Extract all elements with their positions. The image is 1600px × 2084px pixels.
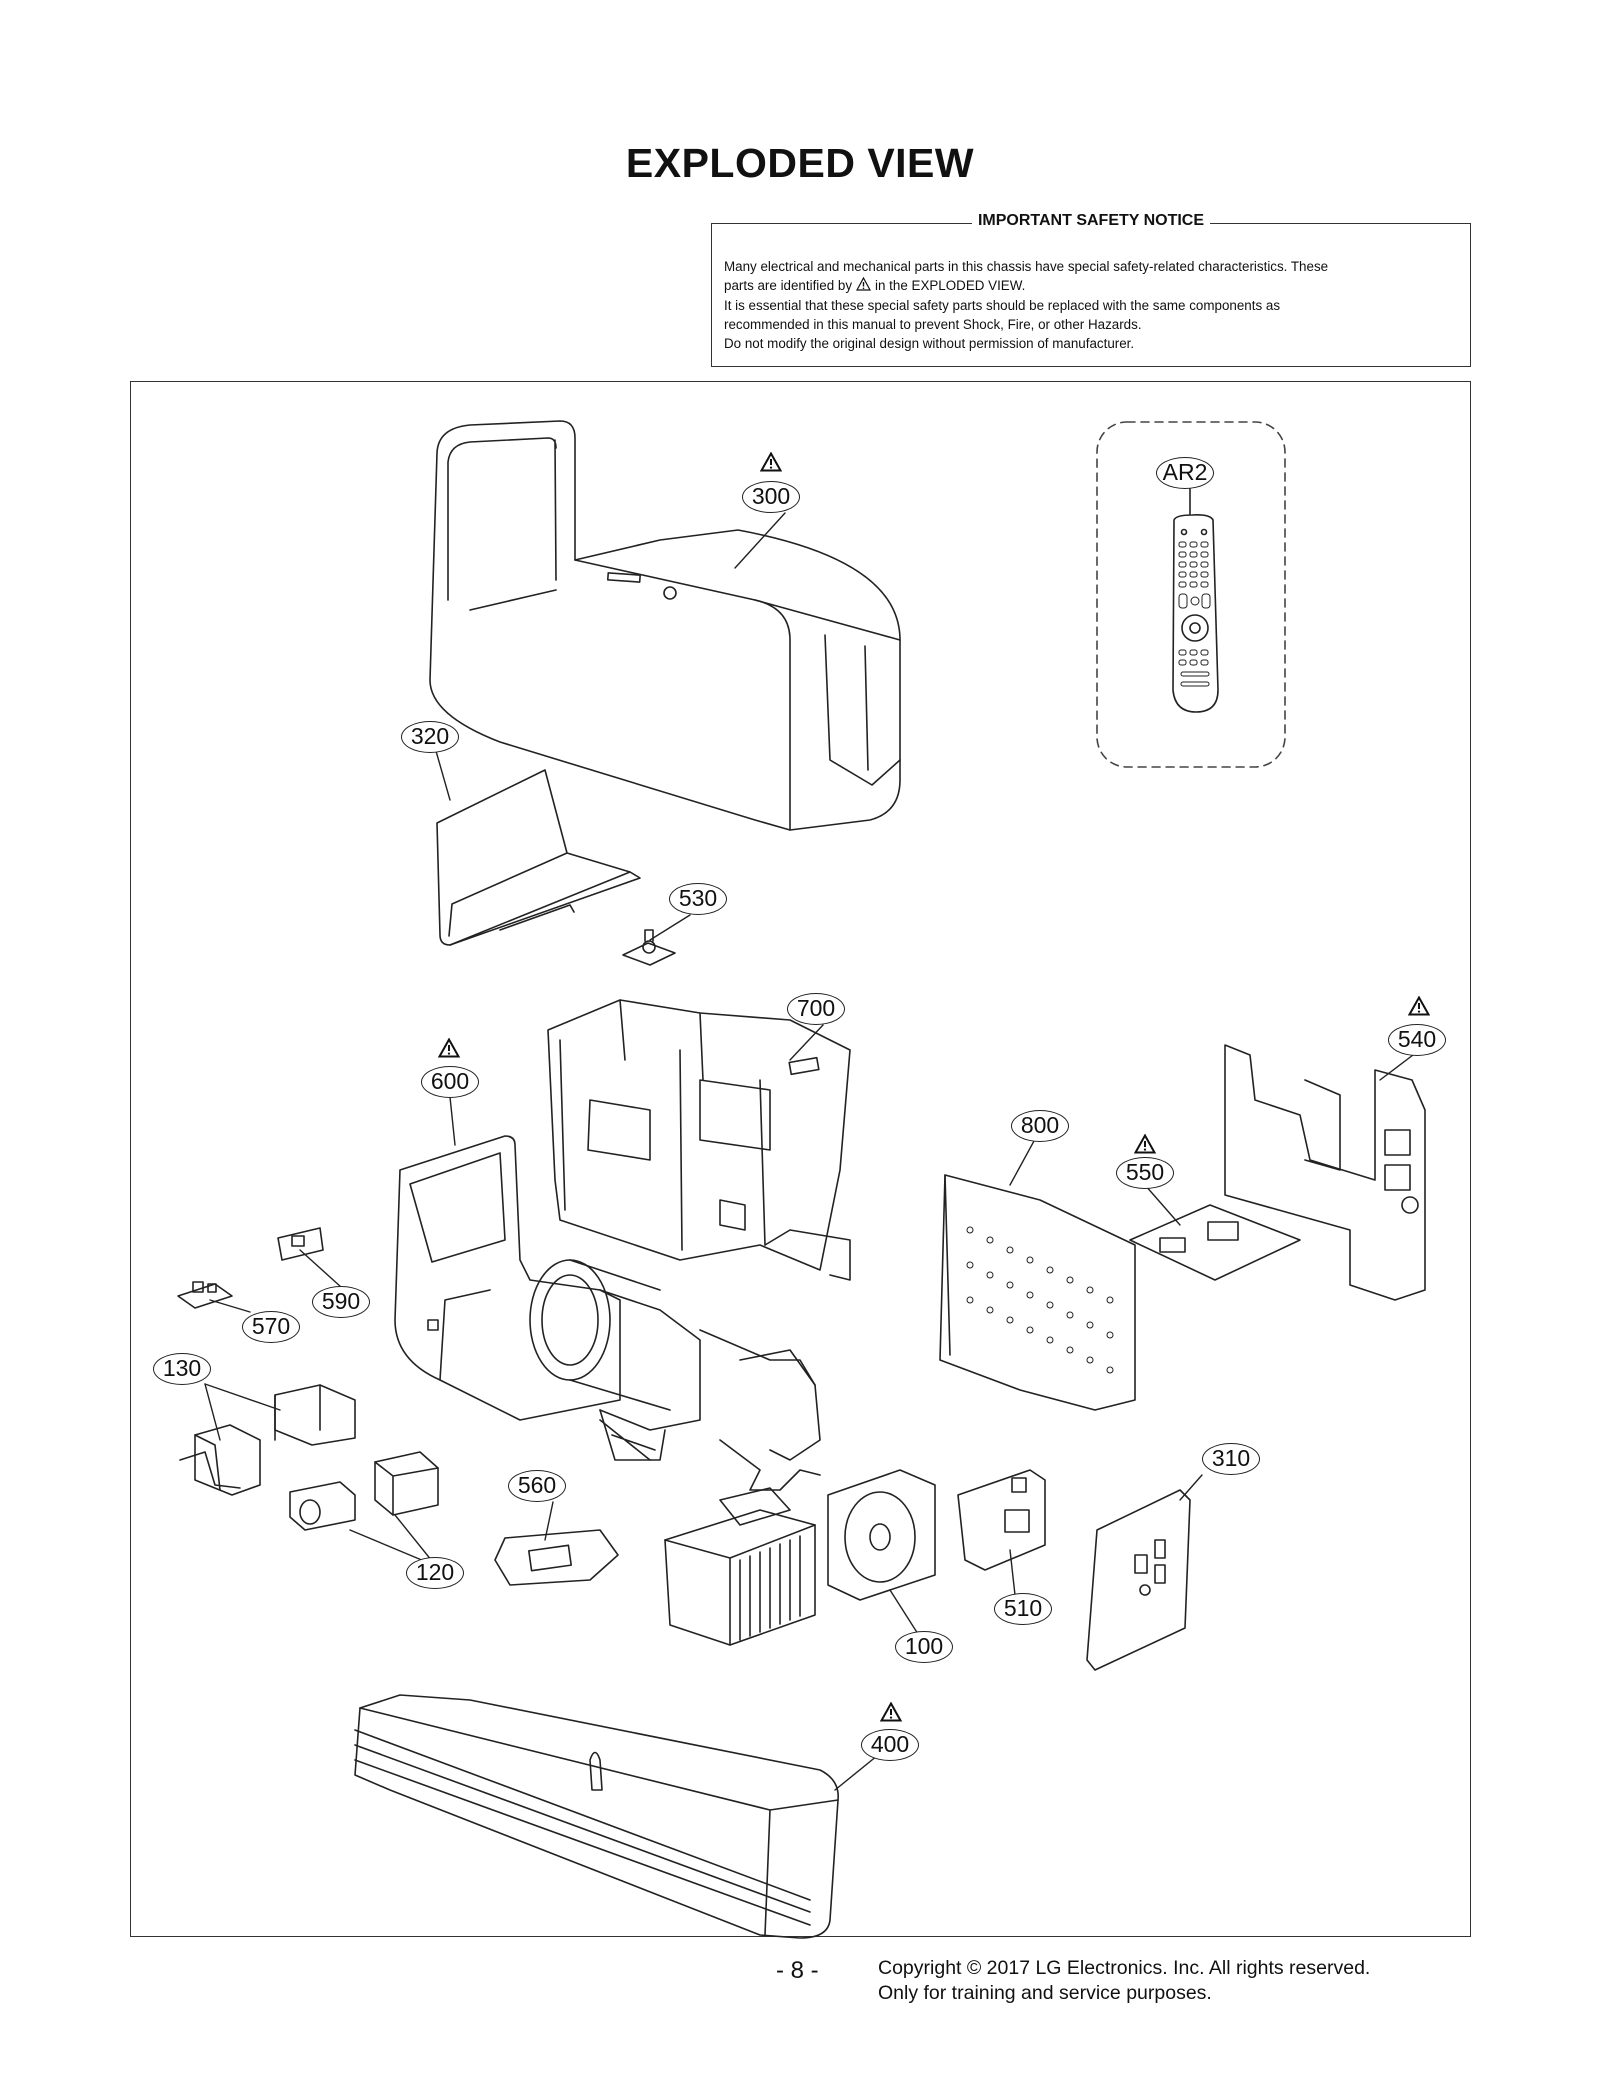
callout-310: 310: [1202, 1443, 1260, 1475]
notice-line: It is essential that these special safet…: [724, 297, 1281, 313]
page-title: EXPLODED VIEW: [625, 140, 975, 186]
part-130-bracket: [179, 1384, 356, 1496]
callout-590: 590: [312, 1286, 370, 1318]
callout-600: 600: [421, 1066, 479, 1098]
warning-triangle-icon: [880, 1702, 902, 1722]
page-number: - 8 -: [776, 1957, 819, 1984]
safety-notice-body: Many electrical and mechanical parts in …: [724, 257, 1458, 353]
part-400-bottom-case: [354, 1694, 839, 1939]
safety-notice-heading: IMPORTANT SAFETY NOTICE: [971, 212, 1211, 229]
part-800-shield-plate: [939, 1174, 1136, 1411]
warning-triangle-icon: [760, 452, 782, 472]
part-300-top-cover: [429, 420, 901, 831]
leader-lines: [204, 512, 1414, 1791]
part-100-heatsink: [664, 1487, 816, 1646]
exploded-view-frame: [130, 381, 1471, 1937]
callout-560: 560: [508, 1470, 566, 1502]
callout-120: 120: [406, 1557, 464, 1589]
part-320-window-bracket: [436, 769, 641, 946]
notice-line: Many electrical and mechanical parts in …: [724, 259, 1329, 274]
part-560-pcb: [494, 1529, 619, 1586]
part-510-io-board: [957, 1469, 1046, 1571]
callout-570: 570: [242, 1311, 300, 1343]
warning-triangle-icon: [438, 1038, 460, 1058]
callout-400: 400: [861, 1729, 919, 1761]
callout-100: 100: [895, 1631, 953, 1663]
part-600-engine-assembly: [394, 1135, 821, 1491]
remote-control-icon: [1172, 514, 1219, 713]
notice-line: recommended in this manual to prevent Sh…: [724, 316, 1142, 332]
part-fan: [827, 1469, 936, 1601]
callout-700: 700: [787, 993, 845, 1025]
callout-320: 320: [401, 721, 459, 753]
callout-510: 510: [994, 1593, 1052, 1625]
remote-control-box: [1096, 421, 1286, 768]
callout-300: 300: [742, 481, 800, 513]
callout-530: 530: [669, 883, 727, 915]
part-570-board: [177, 1281, 233, 1309]
callout-130: 130: [153, 1353, 211, 1385]
part-310-rear-panel: [1086, 1489, 1191, 1671]
safety-notice-box: IMPORTANT SAFETY NOTICE Many electrical …: [711, 212, 1471, 367]
warning-triangle-icon: [1408, 996, 1430, 1016]
part-590-board: [277, 1227, 324, 1261]
callout-540: 540: [1388, 1024, 1446, 1056]
warning-triangle-icon: [856, 276, 872, 296]
callout-550: 550: [1116, 1157, 1174, 1189]
warning-triangle-icon: [1134, 1134, 1156, 1154]
notice-line: Do not modify the original design withou…: [724, 335, 1135, 351]
part-120-speaker: [289, 1451, 439, 1531]
callout-ar2: AR2: [1156, 457, 1214, 489]
copyright: Copyright © 2017 LG Electronics. Inc. Al…: [878, 1957, 1371, 2004]
callout-800: 800: [1011, 1110, 1069, 1142]
part-530-sensor: [622, 929, 676, 966]
part-700-optical-frame: [547, 999, 851, 1281]
part-540-power-board: [1224, 1044, 1426, 1301]
part-550-pcb: [1129, 1204, 1301, 1281]
